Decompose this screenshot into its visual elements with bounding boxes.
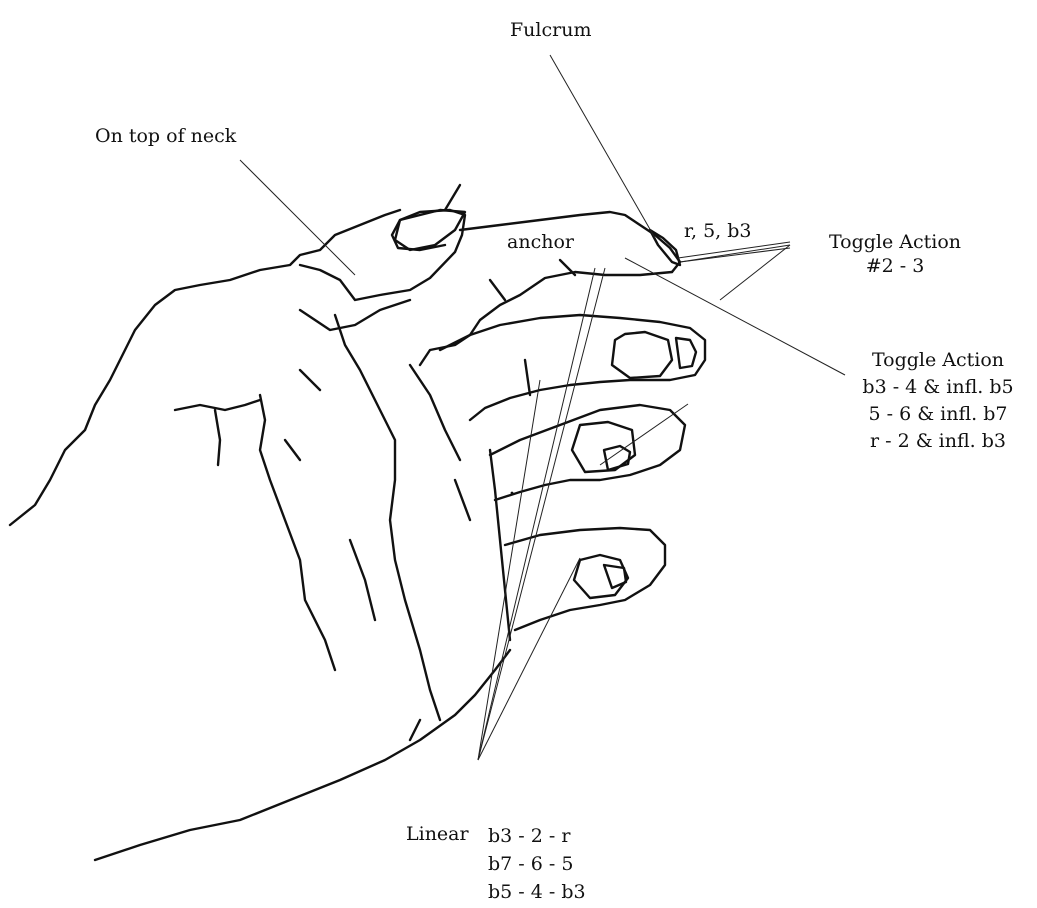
index-nail	[393, 208, 467, 252]
pinky-nail-d	[602, 563, 628, 590]
toggle-action-1: Toggle Action #2 - 3	[795, 230, 995, 278]
toggle-action-1-line: #2 - 3	[865, 255, 925, 277]
palm-crease-9	[453, 478, 472, 522]
palm-crease-8	[488, 448, 512, 642]
leader-toggle-1-b	[719, 244, 791, 301]
ring-finger-nail	[610, 330, 674, 380]
palm-crease-3	[258, 393, 337, 672]
palm-crease-2	[213, 408, 222, 467]
toggle-action-2-line-3: r - 2 & infl. b3	[870, 430, 1006, 452]
middle-finger-top	[458, 210, 682, 274]
leader-thumb-notes-1	[677, 241, 791, 259]
linear-line-2: b7 - 6 - 5	[488, 853, 574, 875]
leader-toggle-2	[624, 257, 846, 376]
leader-linear-2	[477, 267, 596, 761]
linear-line-3: b5 - 4 - b3	[488, 881, 586, 903]
fourth-finger-nail	[570, 420, 637, 474]
index-mark	[443, 183, 462, 212]
index-finger-outline	[298, 208, 467, 302]
leader-toggle-1-a	[679, 244, 791, 263]
toggle-action-2-line-2: 5 - 6 & infl. b7	[868, 403, 1008, 425]
fourth-finger-outline	[488, 403, 687, 502]
toggle-action-1-title: Toggle Action	[828, 231, 962, 253]
palm-crease-12	[298, 368, 322, 392]
palm-crease-1	[173, 398, 262, 412]
wrist-bottom-outline	[93, 648, 512, 862]
toggle-action-2-title: Toggle Action	[871, 349, 1005, 371]
fourth-nail-d	[602, 444, 632, 472]
ring-nail-d	[674, 336, 698, 370]
palm-crease-5	[333, 313, 442, 722]
leader-on-top-of-neck	[239, 159, 356, 276]
fulcrum-label: Fulcrum	[510, 19, 592, 41]
dot-mark	[510, 491, 514, 495]
palm-crease-4	[283, 438, 302, 462]
toggle-action-2: Toggle Action b3 - 4 & infl. b5 5 - 6 & …	[843, 347, 1033, 455]
toggle-action-2-line-1: b3 - 4 & infl. b5	[862, 376, 1014, 398]
index-lower-edge	[298, 298, 412, 332]
linear-line-1: b3 - 2 - r	[488, 825, 571, 847]
middle-finger-nail	[648, 228, 682, 267]
leader-ring-mark	[599, 403, 689, 466]
linear-lines: b3 - 2 - r b7 - 6 - 5 b5 - 4 - b3	[488, 822, 586, 906]
palm-crease-7	[523, 358, 532, 397]
leader-linear-1	[477, 267, 606, 761]
pinky-nail	[572, 553, 630, 600]
linear-title: Linear	[406, 823, 469, 845]
leader-fulcrum	[549, 54, 656, 239]
leader-linear-3	[477, 557, 581, 761]
palm-crease-10	[348, 538, 377, 622]
hand-outline	[8, 208, 402, 527]
thumb-notes-label: r, 5, b3	[684, 220, 752, 242]
on-top-of-neck-label: On top of neck	[95, 125, 237, 147]
anchor-label: anchor	[507, 231, 574, 253]
palm-crease-6	[408, 363, 462, 462]
pinky-outline	[503, 526, 667, 632]
leader-linear-4	[477, 379, 541, 761]
ring-finger-outline	[438, 313, 707, 422]
middle-knuckle-mark-2	[558, 258, 577, 277]
palm-crease-11	[408, 718, 422, 742]
middle-knuckle-mark	[488, 278, 507, 302]
